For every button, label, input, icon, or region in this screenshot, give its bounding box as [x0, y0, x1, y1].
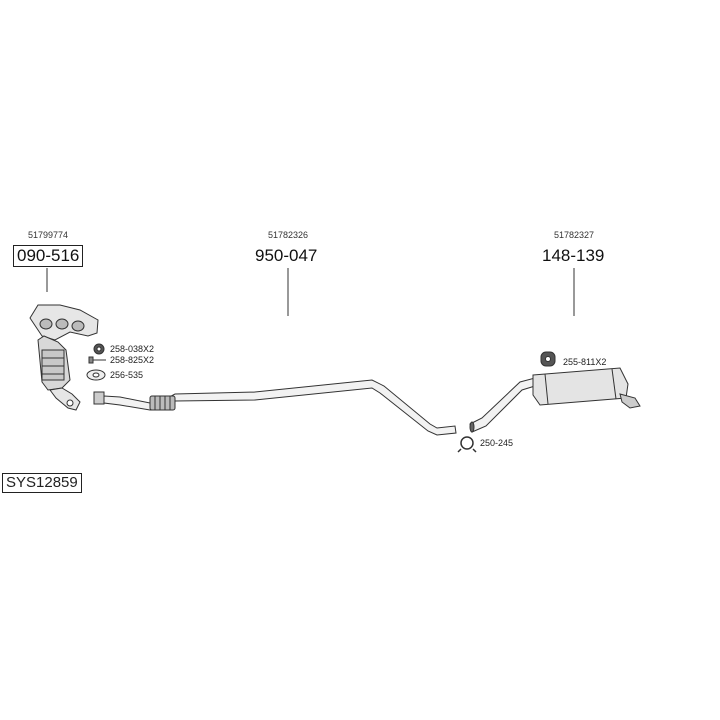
bolt-icon[interactable] [88, 356, 106, 364]
accessory-label-hanger[interactable]: 258-038X2 [110, 344, 155, 354]
rubber-hanger-icon[interactable] [93, 343, 105, 355]
catalyst-manifold-icon[interactable] [29, 304, 99, 411]
accessory-label-bolt[interactable]: 258-825X2 [110, 355, 155, 365]
middle-pipe-icon[interactable] [93, 379, 457, 436]
part-number-middle-pipe[interactable]: 950-047 [255, 246, 318, 265]
pipe-clamp-icon[interactable] [457, 436, 477, 453]
part-number-catalyst[interactable]: 090-516 [13, 245, 84, 267]
accessory-label-gasket[interactable]: 256-535 [110, 370, 144, 380]
accessory-label-rubber-mount[interactable]: 255-811X2 [563, 357, 607, 367]
gasket-icon[interactable] [86, 369, 106, 381]
rubber-mount-icon[interactable] [540, 351, 556, 367]
oem-number-catalyst: 51799774 [28, 230, 69, 240]
oem-number-middle-pipe: 51782326 [268, 230, 309, 240]
oem-number-rear-silencer: 51782327 [554, 230, 595, 240]
accessory-label-clamp[interactable]: 250-245 [480, 438, 514, 448]
part-number-rear-silencer[interactable]: 148-139 [542, 246, 605, 265]
rear-silencer-icon[interactable] [469, 367, 641, 433]
system-code: SYS12859 [2, 473, 82, 493]
